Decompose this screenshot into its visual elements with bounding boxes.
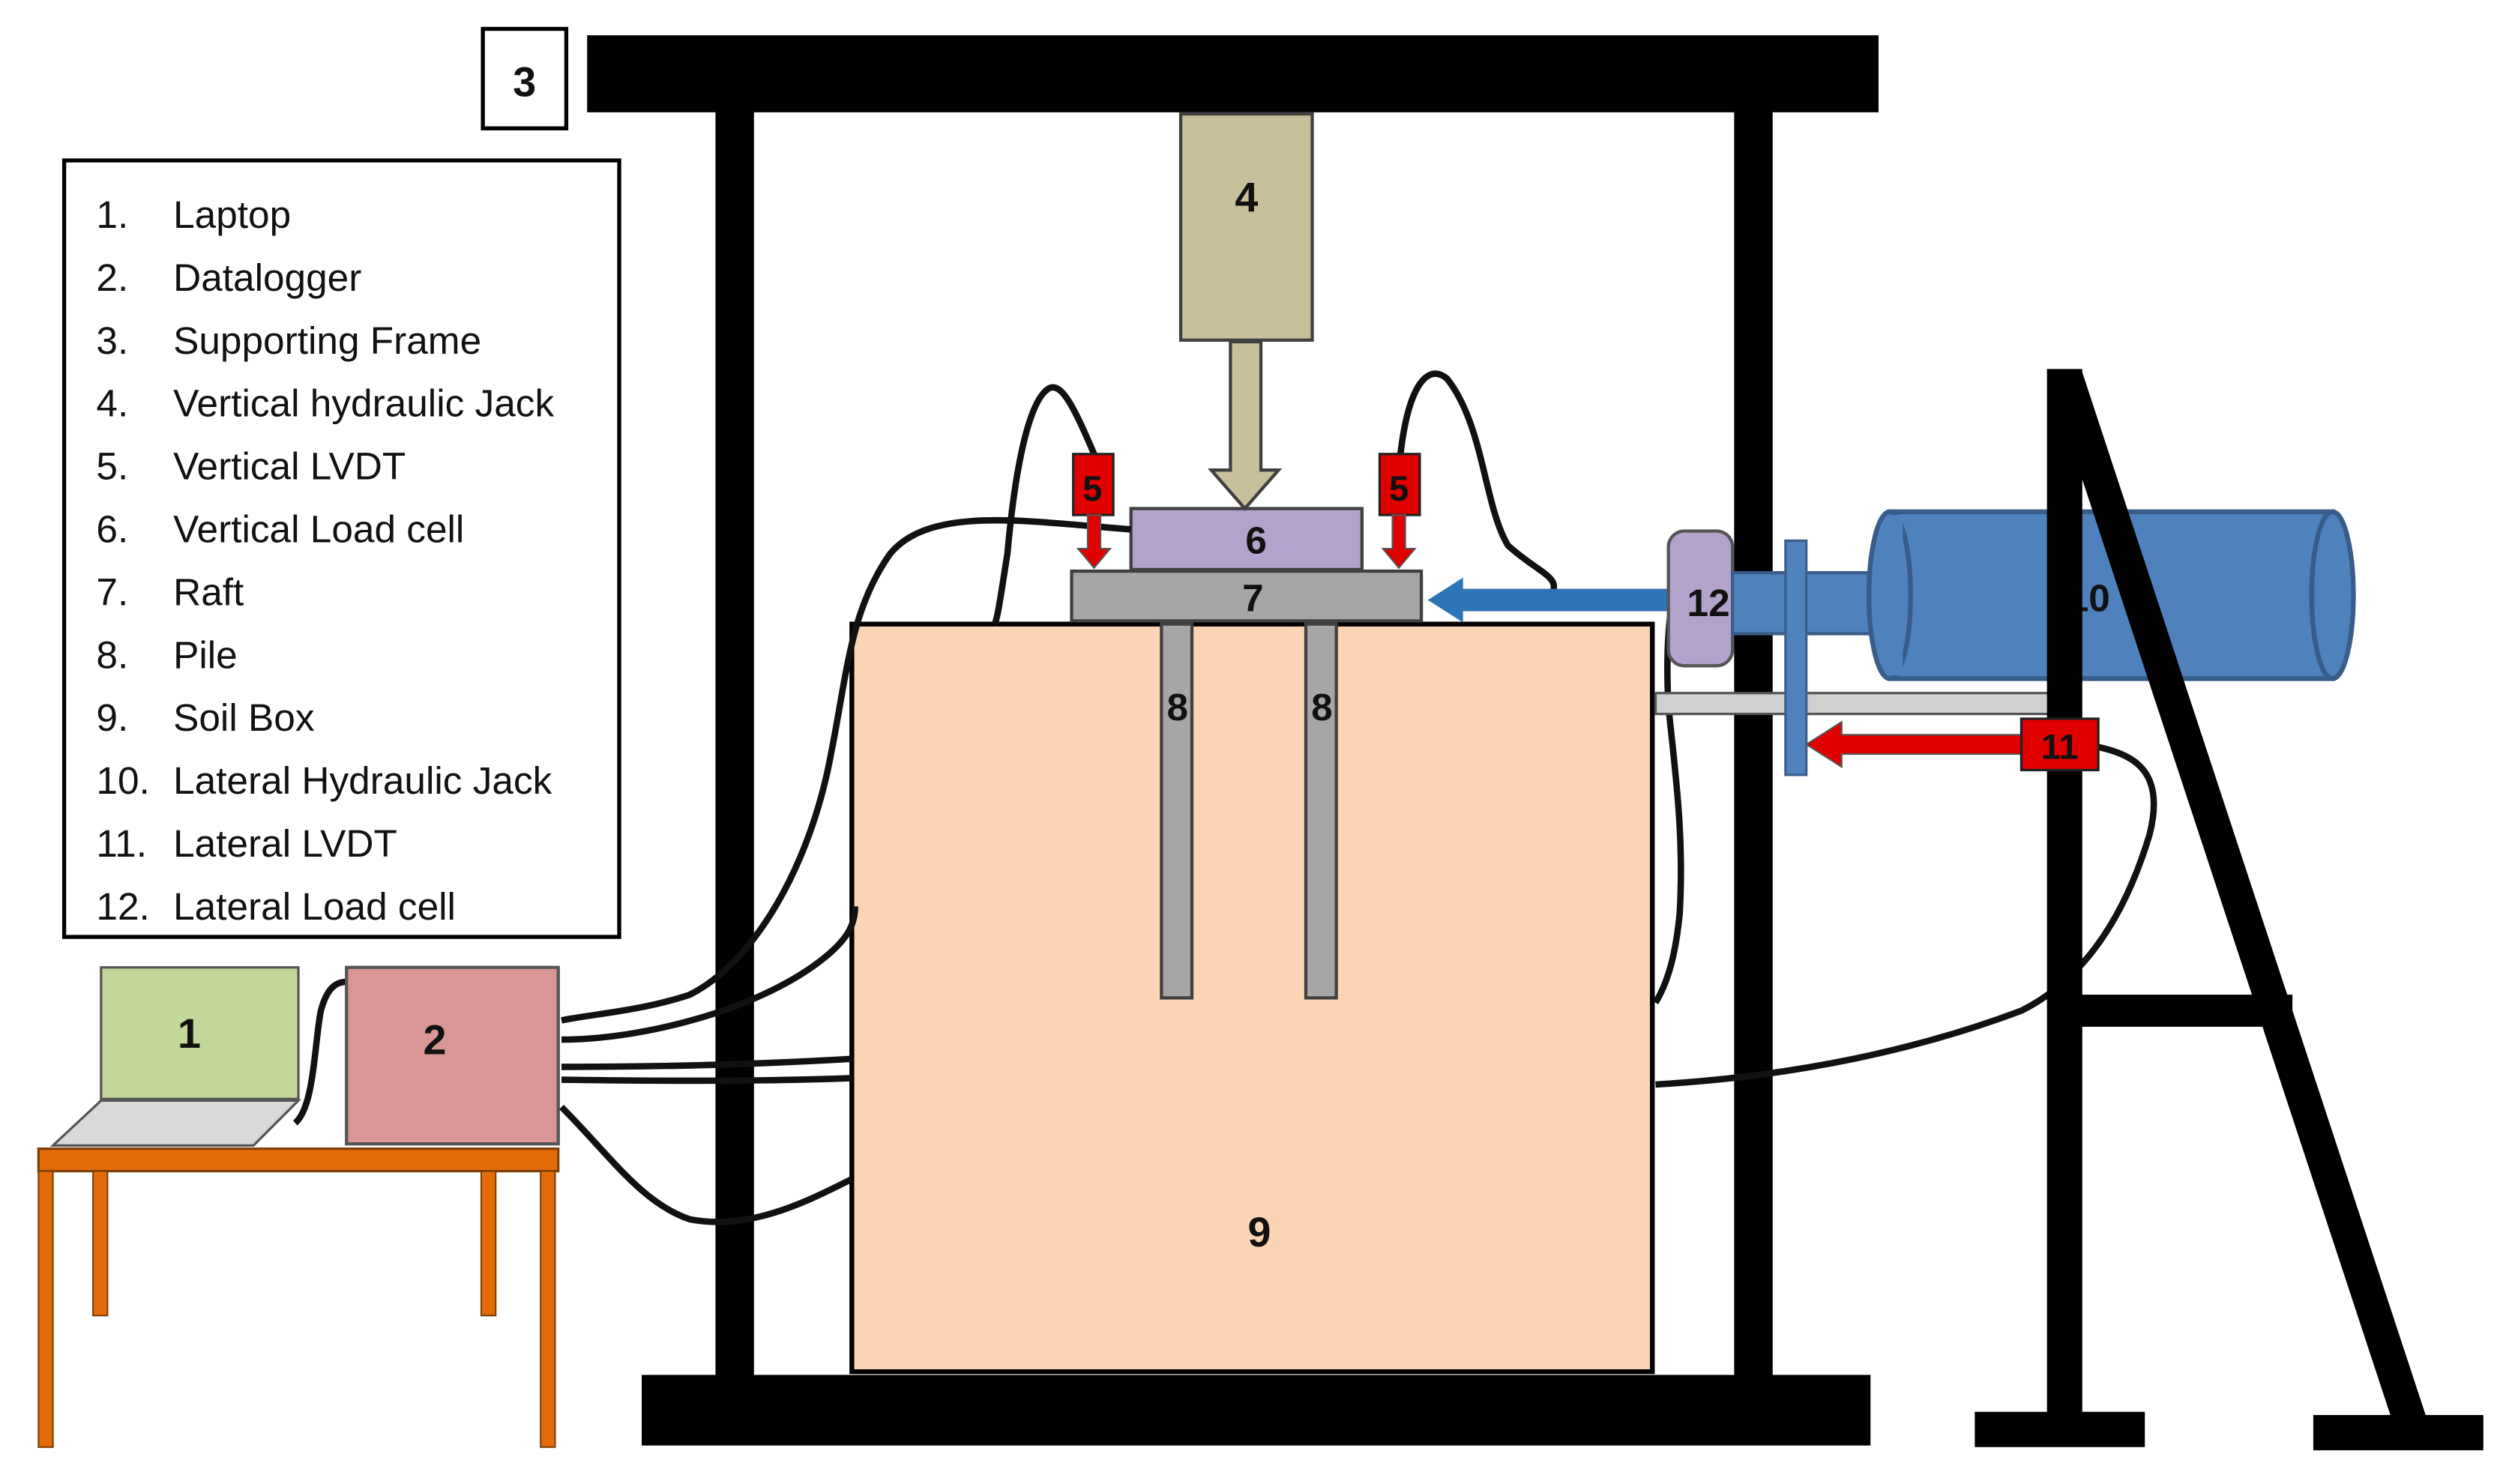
lateral-load-cell-label: 12 <box>1687 582 1730 624</box>
lateral-lvdt-box <box>2019 717 2100 772</box>
legend-item-number: 3. <box>96 319 128 362</box>
legend-item-number: 5. <box>96 445 128 488</box>
legend-item-text: Supporting Frame <box>173 319 481 362</box>
legend-item-number: 8. <box>96 633 128 676</box>
laptop-screen <box>100 966 300 1100</box>
laptop-keyboard <box>49 1099 301 1147</box>
stand-crossbar <box>2064 995 2293 1027</box>
legend-item-text: Raft <box>173 570 244 613</box>
legend-item-text: Lateral Hydraulic Jack <box>173 759 552 802</box>
frame-top-beam <box>587 35 1879 112</box>
pile-left-label: 8 <box>1166 686 1188 729</box>
table-leg-3 <box>480 1170 497 1317</box>
legend-item-number: 1. <box>96 193 128 236</box>
legend-item-number: 11. <box>96 822 147 865</box>
frame-right-column <box>1734 96 1773 1380</box>
vertical-lvdt-right-arrow <box>1381 514 1417 570</box>
wire-loadcell-left <box>561 516 1132 1024</box>
legend-item-text: Vertical Load cell <box>173 507 464 550</box>
laptop <box>49 966 301 1147</box>
vertical-lvdt-right: 5 <box>1378 453 1421 570</box>
wire-datalogger-4 <box>558 1104 854 1225</box>
vertical-hydraulic-jack <box>1178 112 1314 342</box>
soil-box-label: 9 <box>1247 1209 1271 1255</box>
lateral-target-plate <box>1784 539 1808 776</box>
lateral-jack-seam <box>1889 515 1903 676</box>
lateral-lvdt-label: 11 <box>2041 726 2079 766</box>
vertical-lvdt-left-label: 5 <box>1082 468 1102 508</box>
legend: 1. Laptop 2. Datalogger 3. Supporting Frame 4.… <box>61 158 621 939</box>
vertical-lvdt-right-label: 5 <box>1389 468 1409 508</box>
frame-label-box <box>481 26 569 130</box>
vertical-lvdt-left-arrow <box>1076 514 1112 570</box>
raft-label: 7 <box>1242 577 1264 620</box>
pile-left <box>1160 622 1194 1000</box>
table-leg-4 <box>540 1170 556 1448</box>
wire-lvdt-right-loop <box>1397 370 1558 599</box>
supporting-frame <box>587 35 1879 1446</box>
vertical-jack-label: 4 <box>1235 175 1258 221</box>
legend-item-text: Datalogger <box>173 256 361 299</box>
legend-box <box>61 158 621 939</box>
legend-item-number: 12. <box>96 885 149 928</box>
legend-item-text: Pile <box>173 633 238 676</box>
table-top <box>37 1147 560 1173</box>
legend-item-number: 9. <box>96 696 128 739</box>
legend-rows: 1. Laptop 2. Datalogger 3. Supporting Frame 4.… <box>96 193 554 928</box>
wire-datalogger-3 <box>561 1075 852 1085</box>
legend-item-text: Lateral Load cell <box>173 885 456 928</box>
lateral-lvdt-arrow <box>1804 720 2022 769</box>
pile-right <box>1304 622 1338 1000</box>
vertical-lvdt-right-box <box>1378 453 1421 516</box>
wire-lvdt-left-loop <box>991 384 1097 626</box>
wire-laptop-datalogger <box>292 978 347 1126</box>
lateral-lvdt-rod <box>1654 692 2055 716</box>
reaction-stand <box>1975 369 2484 1451</box>
legend-item-number: 2. <box>96 256 128 299</box>
legend-item-number: 4. <box>96 382 128 425</box>
legend-item-text: Lateral LVDT <box>173 822 397 865</box>
pile-right-label: 8 <box>1311 686 1333 729</box>
frame-label: 3 <box>513 58 536 105</box>
soil-box <box>849 621 1655 1375</box>
legend-item-number: 7. <box>96 570 128 613</box>
lateral-jack-end-right <box>2309 509 2356 681</box>
lateral-load-arrow <box>1427 577 1669 623</box>
legend-item-text: Soil Box <box>173 696 315 739</box>
wire-datalogger-1 <box>561 906 858 1043</box>
datalogger-label: 2 <box>423 1016 446 1063</box>
table-leg-1 <box>37 1170 54 1448</box>
vertical-load-arrow <box>1208 340 1283 511</box>
table-leg-2 <box>92 1170 109 1317</box>
legend-item-number: 10. <box>96 759 149 802</box>
stand-foot-left <box>1975 1411 2145 1447</box>
table <box>37 1147 560 1448</box>
wire-datalogger-2 <box>561 1055 852 1070</box>
stand-diagonal <box>2046 372 2429 1425</box>
stand-post <box>2046 369 2082 1425</box>
laptop-label: 1 <box>178 1010 201 1057</box>
legend-item-text: Vertical hydraulic Jack <box>173 382 554 425</box>
vertical-lvdt-left: 5 <box>1072 453 1115 570</box>
legend-item-text: Laptop <box>173 193 291 236</box>
frame-base-beam <box>642 1375 1871 1446</box>
stand-foot-right <box>2313 1414 2484 1451</box>
legend-item-number: 6. <box>96 507 128 550</box>
vertical-load-cell-label: 6 <box>1245 519 1267 561</box>
datalogger <box>345 965 560 1146</box>
legend-item-text: Vertical LVDT <box>173 445 406 488</box>
frame-left-column <box>715 96 754 1380</box>
